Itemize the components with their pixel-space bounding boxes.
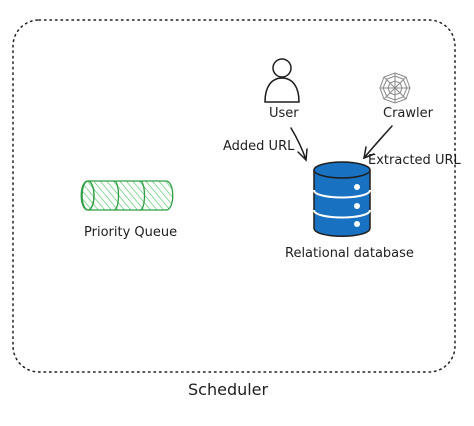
database-icon [313, 161, 371, 237]
extracted-url-arrow [363, 125, 393, 160]
spider-web-icon [379, 72, 411, 104]
scheduler-label: Scheduler [188, 380, 269, 399]
user-icon [264, 58, 300, 103]
priority-queue-shape [80, 180, 174, 211]
added-url-label: Added URL [223, 139, 295, 154]
user-label: User [269, 106, 299, 121]
priority-queue-label: Priority Queue [84, 225, 178, 240]
added-url-arrow [290, 127, 308, 162]
scheduler-boundary [12, 19, 456, 373]
crawler-label: Crawler [383, 106, 433, 121]
database-label: Relational database [285, 246, 414, 261]
extracted-url-label: Extracted URL [368, 153, 461, 168]
